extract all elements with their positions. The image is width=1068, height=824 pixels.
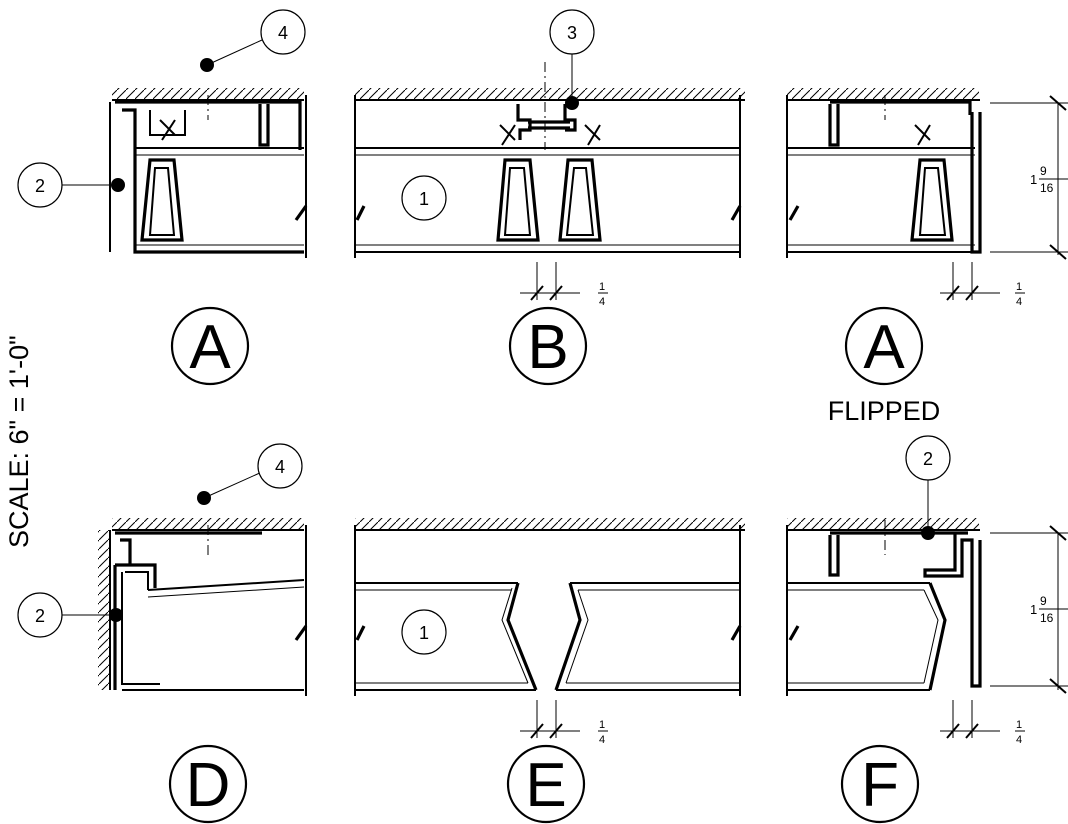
detail-note-flipped: FLIPPED xyxy=(828,396,941,426)
callout-bot-left-2-label: 2 xyxy=(35,606,45,626)
detail-marker-e xyxy=(506,744,586,824)
ceiling-hatch-top xyxy=(112,88,980,101)
height-dimension-top xyxy=(990,95,1068,260)
callout-top-mid-3 xyxy=(549,9,595,110)
detail-label-d: D xyxy=(186,751,231,820)
callout-top-left-4 xyxy=(200,9,306,72)
callout-top-left-2-label: 2 xyxy=(35,176,45,196)
callout-bot-right-2 xyxy=(905,435,951,540)
callout-bot-mid-1 xyxy=(401,609,447,655)
callout-top-left-2 xyxy=(17,162,125,208)
height-bottom-whole: 1 xyxy=(1030,602,1037,617)
detail-marker-a-flipped xyxy=(844,306,924,386)
gap-a-flipped-num: 1 xyxy=(1016,281,1022,293)
gap-e-den: 4 xyxy=(599,734,605,746)
height-bottom-den: 16 xyxy=(1040,611,1054,625)
gap-b-num: 1 xyxy=(599,281,605,293)
callout-bot-mid-1-label: 1 xyxy=(419,623,429,643)
gap-dimension-e xyxy=(520,700,580,739)
gap-e-num: 1 xyxy=(599,719,605,731)
detail-d-section xyxy=(113,525,308,696)
gap-f-den: 4 xyxy=(1016,734,1022,746)
callout-bot-right-2-label: 2 xyxy=(923,449,933,469)
gap-dimension-b xyxy=(520,262,580,301)
detail-marker-f xyxy=(840,744,920,824)
gap-dimension-f xyxy=(940,700,1000,739)
callout-bot-left-4-label: 4 xyxy=(275,457,285,477)
detail-label-b: B xyxy=(527,313,568,382)
callout-top-mid-1 xyxy=(401,175,447,221)
scale-note: SCALE: 6" = 1'-0" xyxy=(4,335,34,548)
detail-marker-a xyxy=(170,306,250,386)
height-top-num: 9 xyxy=(1040,164,1047,178)
callout-top-mid-3-label: 3 xyxy=(567,23,577,43)
height-top-den: 16 xyxy=(1040,181,1054,195)
gap-f-num: 1 xyxy=(1016,719,1022,731)
detail-label-f: F xyxy=(861,751,899,820)
gap-a-flipped-den: 4 xyxy=(1016,296,1022,308)
gap-b-den: 4 xyxy=(599,296,605,308)
height-bottom-num: 9 xyxy=(1040,594,1047,608)
ceiling-hatch-bottom xyxy=(98,518,980,690)
detail-a-section xyxy=(109,95,308,258)
detail-marker-b xyxy=(508,306,588,386)
detail-label-a: A xyxy=(189,313,231,382)
callout-top-mid-1-label: 1 xyxy=(419,189,429,209)
callout-bot-left-4 xyxy=(197,443,303,505)
detail-b-section xyxy=(354,62,742,258)
detail-f-section xyxy=(786,520,982,696)
callout-top-left-4-label: 4 xyxy=(278,23,288,43)
detail-label-a-flipped: A xyxy=(863,313,905,382)
gap-dimension-a-flipped xyxy=(940,262,1000,301)
detail-e-section xyxy=(354,525,742,696)
detail-marker-d xyxy=(168,744,248,824)
detail-a-flipped-section xyxy=(786,95,982,258)
callout-bot-left-2 xyxy=(17,592,123,638)
height-top-whole: 1 xyxy=(1030,172,1037,187)
detail-label-e: E xyxy=(525,751,566,820)
height-dimension-bottom xyxy=(990,525,1068,694)
